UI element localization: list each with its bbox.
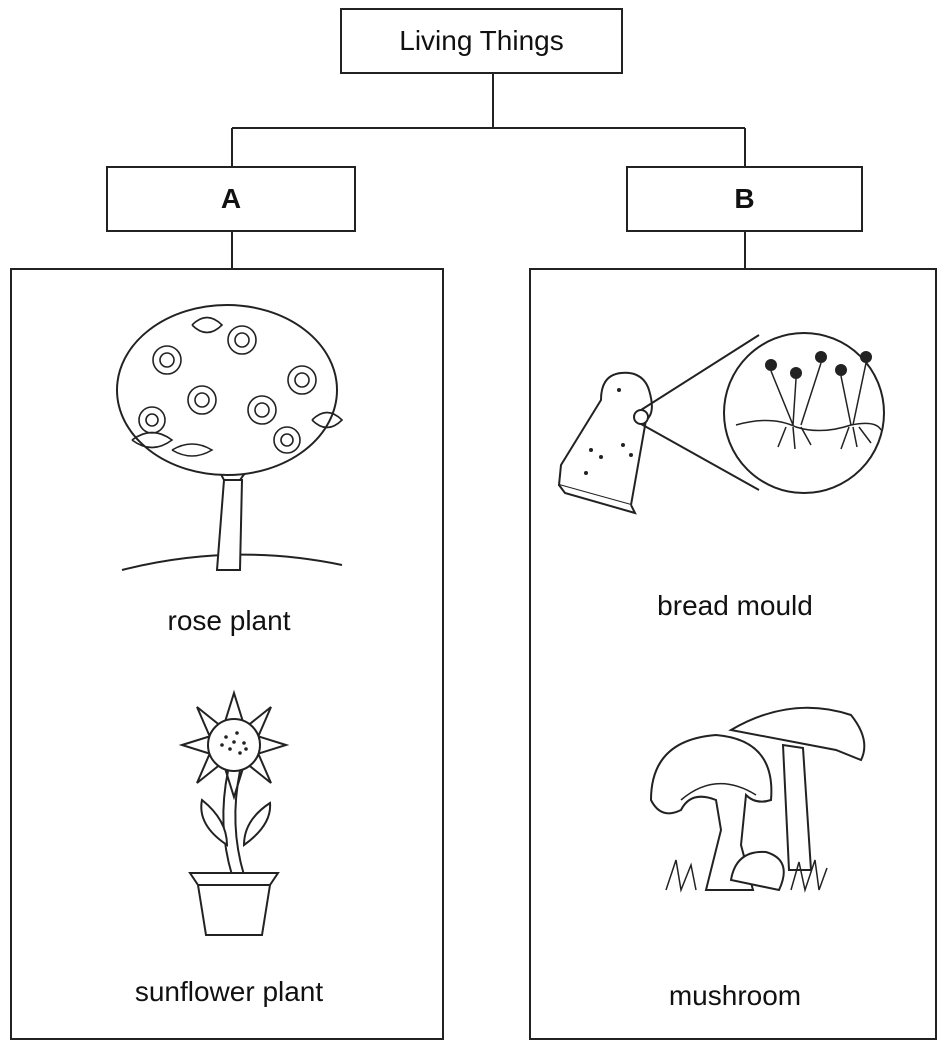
sunflower-plant-label: sunflower plant <box>134 976 324 1007</box>
bread-mould-label: bread mould <box>657 590 813 621</box>
group-b-label: B <box>734 183 755 214</box>
root-node: Living Things <box>340 8 623 74</box>
group-a-label: A <box>220 183 242 214</box>
rose-plant-label: rose plant <box>167 605 291 636</box>
mushroom-drawing <box>649 706 866 893</box>
group-b-node: B <box>626 166 863 232</box>
group-a-panel: rose plant <box>10 268 444 1040</box>
mushroom-label: mushroom <box>668 980 802 1011</box>
group-b-panel: bread mould mushroom <box>529 268 937 1040</box>
root-label: Living Things <box>399 25 564 56</box>
group-a-node: A <box>106 166 356 232</box>
sunflower-plant-drawing <box>178 689 290 936</box>
rose-plant-drawing <box>116 304 344 571</box>
bread-mould-drawing <box>557 332 885 515</box>
